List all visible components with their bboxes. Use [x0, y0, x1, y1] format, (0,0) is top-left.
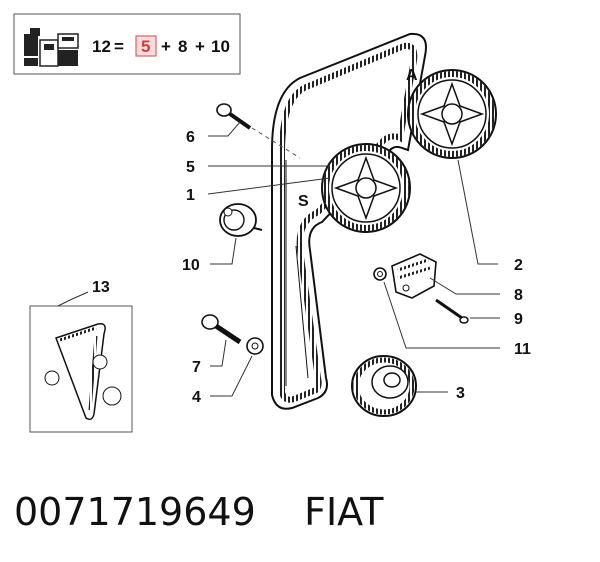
callout-3: 3: [456, 385, 465, 402]
brand-name: FIAT: [304, 490, 384, 534]
part-footer: 0071719649 FIAT: [14, 490, 383, 534]
callout-2: 2: [514, 257, 523, 274]
kit-second: 8: [178, 37, 187, 56]
kit-first: 5: [141, 37, 150, 56]
callout-6: 6: [186, 129, 195, 146]
kit-total: 12: [92, 37, 111, 56]
timing-belt-diagram: 12 = 5 + 8 + 10 A S: [13, 13, 531, 433]
washer-4: [246, 337, 264, 355]
kit-box: 12 = 5 + 8 + 10: [13, 13, 241, 75]
parts-kit-icon: [24, 28, 79, 67]
callout-13: 13: [92, 279, 110, 296]
camshaft-pulley-a: [407, 69, 497, 159]
kit-plus-1: +: [161, 37, 171, 56]
bolt-9: [435, 298, 469, 324]
part-number: 0071719649: [14, 490, 256, 534]
bolt-7: [201, 314, 242, 345]
callout-5: 5: [186, 159, 195, 176]
callout-10: 10: [182, 257, 200, 274]
bolt-6: [216, 103, 301, 159]
kit-plus-2: +: [195, 37, 205, 56]
idler-pulley: [219, 203, 263, 237]
camshaft-pulley-s: [321, 143, 411, 233]
pulley-letter-s: S: [298, 193, 309, 210]
kit-third: 10: [211, 37, 230, 56]
callout-8: 8: [514, 287, 523, 304]
tensioner: [391, 253, 437, 299]
crankshaft-pulley: [351, 355, 417, 417]
pulley-letter-a: A: [406, 67, 418, 84]
callout-1: 1: [186, 187, 195, 204]
kit-13-inset: [29, 305, 133, 433]
callout-7: 7: [192, 359, 201, 376]
callout-4: 4: [192, 389, 201, 406]
callout-11: 11: [514, 341, 531, 358]
kit-equals: =: [114, 37, 124, 56]
washer-11: [373, 267, 387, 281]
callout-9: 9: [514, 311, 523, 328]
kit-highlight: [135, 35, 157, 57]
